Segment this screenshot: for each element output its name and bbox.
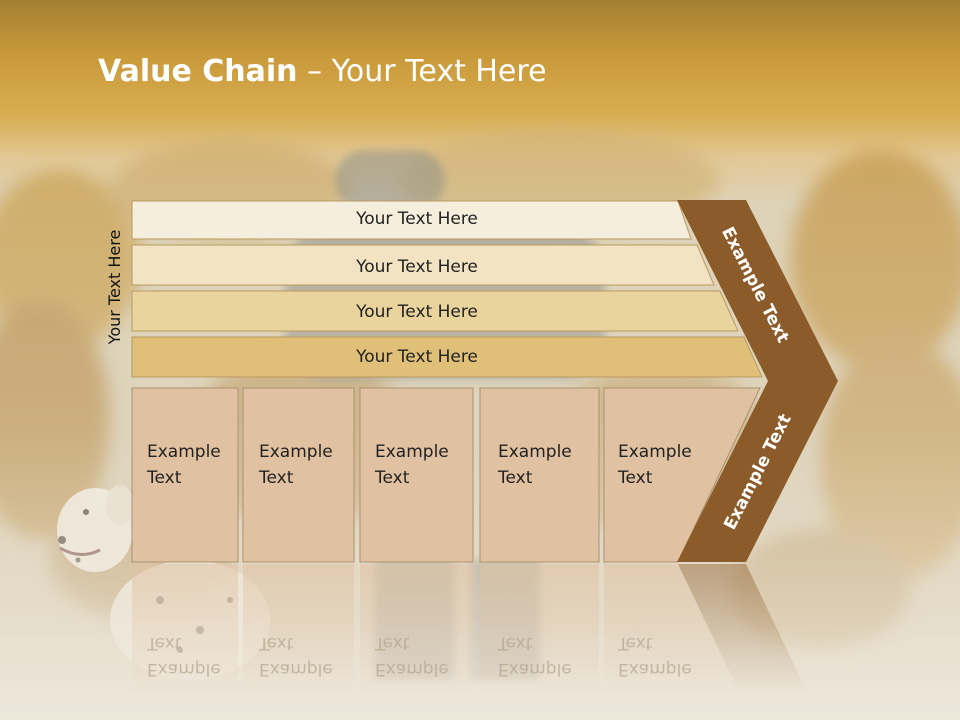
side-label: Your Text Here xyxy=(105,229,124,345)
column-label-3: Example Text xyxy=(375,442,449,488)
column-label-2: Example Text xyxy=(259,442,333,488)
bar-label-4: Your Text Here xyxy=(356,347,478,367)
bar-label-1: Your Text Here xyxy=(356,209,478,229)
column-box-2 xyxy=(242,387,355,563)
column-box-1 xyxy=(131,387,239,563)
column-label-4: Example Text xyxy=(498,442,572,488)
bar-shape-2 xyxy=(131,244,715,286)
slide-title: Value Chain – Your Text Here xyxy=(98,54,547,89)
column-reflection-2: Example Text xyxy=(259,633,333,679)
bar-label-3: Your Text Here xyxy=(356,302,478,322)
column-reflection-5: Example Text xyxy=(618,633,692,679)
column-box-4 xyxy=(479,387,600,563)
column-reflection-3: Example Text xyxy=(375,633,449,679)
bar-label-2: Your Text Here xyxy=(356,257,478,277)
reflection xyxy=(132,564,808,694)
chevron-arrow xyxy=(677,200,838,562)
column-box-3 xyxy=(359,387,474,563)
column-label-1: Example Text xyxy=(147,442,221,488)
bar-shape-4 xyxy=(131,336,763,378)
bar-shape-3 xyxy=(131,290,739,332)
bar-shape-1 xyxy=(131,200,692,240)
column-label-5: Example Text xyxy=(618,442,692,488)
column-reflection-4: Example Text xyxy=(498,633,572,679)
column-reflection-1: Example Text xyxy=(147,633,221,679)
